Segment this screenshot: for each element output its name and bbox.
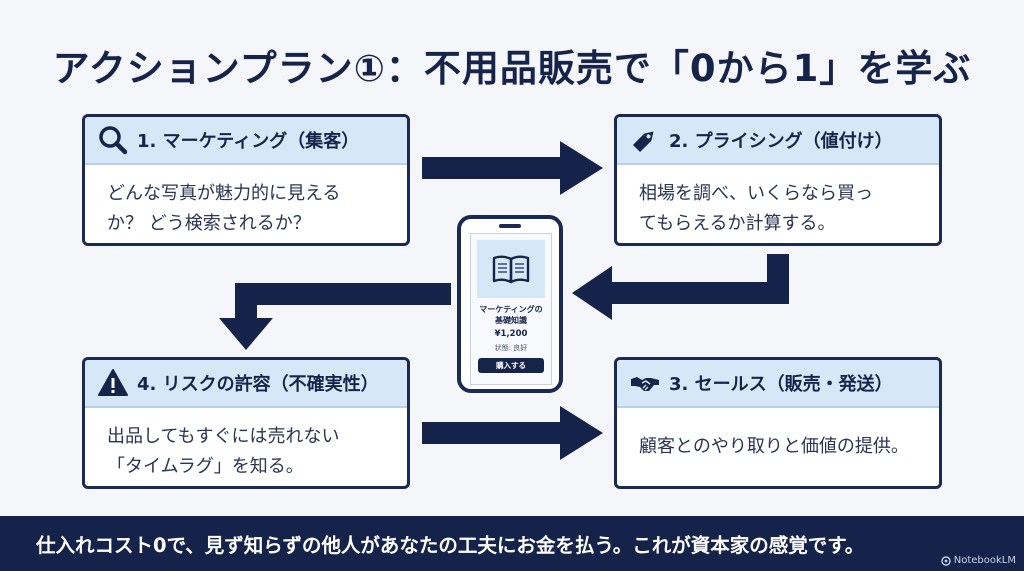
warning-icon — [98, 369, 128, 396]
card-marketing-line-2: か？ どう検索されるか？ — [107, 213, 311, 234]
product-name-line-1: マーケティングの — [479, 305, 543, 314]
handshake-icon — [631, 377, 659, 391]
buy-button[interactable]: 購入する — [478, 358, 544, 373]
watermark-text: NotebookLM — [953, 555, 1016, 566]
product-name: マーケティングの 基礎知識 — [471, 304, 551, 326]
book-icon — [492, 255, 530, 284]
product-price: ¥1,200 — [494, 329, 528, 339]
card-pricing-body: 相場を調べ、いくらなら買っ てもらえるか計算する。 — [617, 165, 939, 239]
card-marketing: 1. マーケティング（集客） どんな写真が魅力的に見える か？ どう検索されるか… — [82, 114, 410, 246]
product-name-line-2: 基礎知識 — [495, 316, 527, 325]
card-pricing-line-1: 相場を調べ、いくらなら買っ — [639, 183, 873, 204]
arrow-risk-to-sales — [422, 406, 603, 460]
phone-mockup: マーケティングの 基礎知識 ¥1,200 状態: 良好 購入する — [457, 215, 563, 393]
card-pricing-title: 2. プライシング（値付け） — [669, 131, 893, 152]
card-sales: 3. セールス（販売・発送） 顧客とのやり取りと価値の提供。 — [614, 357, 942, 489]
card-pricing: 2. プライシング（値付け） 相場を調べ、いくらなら買っ てもらえるか計算する。 — [614, 114, 942, 246]
footer-message: 仕入れコスト0で、見ず知らずの他人があなたの工夫にお金を払う。これが資本家の感覚… — [36, 534, 865, 557]
product-image — [477, 240, 545, 298]
arrow-pricing-to-phone — [572, 254, 789, 320]
card-sales-header: 3. セールス（販売・発送） — [617, 360, 939, 408]
card-risk: 4. リスクの許容（不確実性） 出品してもすぐには売れない 「タイムラグ」を知る… — [82, 357, 410, 489]
card-marketing-body: どんな写真が魅力的に見える か？ どう検索されるか？ — [85, 165, 407, 239]
flow-arrows — [219, 141, 789, 460]
card-sales-body: 顧客とのやり取りと価値の提供。 — [617, 408, 939, 462]
card-marketing-title: 1. マーケティング（集客） — [137, 131, 360, 152]
card-sales-title: 3. セールス（販売・発送） — [669, 374, 893, 395]
footer-banner: 仕入れコスト0で、見ず知らずの他人があなたの工夫にお金を払う。これが資本家の感覚… — [0, 516, 1024, 571]
phone-screen: マーケティングの 基礎知識 ¥1,200 状態: 良好 購入する — [470, 233, 552, 385]
card-pricing-header: 2. プライシング（値付け） — [617, 117, 939, 165]
card-risk-header: 4. リスクの許容（不確実性） — [85, 360, 407, 408]
watermark: NotebookLM — [941, 555, 1016, 566]
phone-speaker — [499, 224, 521, 228]
card-marketing-line-1: どんな写真が魅力的に見える — [107, 183, 341, 204]
page-title: アクションプラン①：不用品販売で「0から1」を学ぶ — [52, 47, 972, 90]
product-status: 状態: 良好 — [494, 344, 528, 352]
price-tag-icon — [632, 131, 654, 153]
card-risk-body: 出品してもすぐには売れない 「タイムラグ」を知る。 — [85, 408, 407, 482]
card-pricing-line-2: てもらえるか計算する。 — [639, 213, 836, 234]
card-sales-line-1: 顧客とのやり取りと価値の提供。 — [639, 436, 909, 457]
arrow-marketing-to-pricing — [422, 141, 603, 195]
arrow-phone-to-risk — [219, 283, 451, 350]
card-risk-title: 4. リスクの許容（不確実性） — [137, 374, 379, 395]
card-risk-line-1: 出品してもすぐには売れない — [107, 426, 340, 447]
notebooklm-logo-icon — [941, 555, 951, 566]
card-marketing-header: 1. マーケティング（集客） — [85, 117, 407, 165]
search-icon — [99, 126, 128, 155]
card-risk-line-2: 「タイムラグ」を知る。 — [107, 456, 304, 477]
